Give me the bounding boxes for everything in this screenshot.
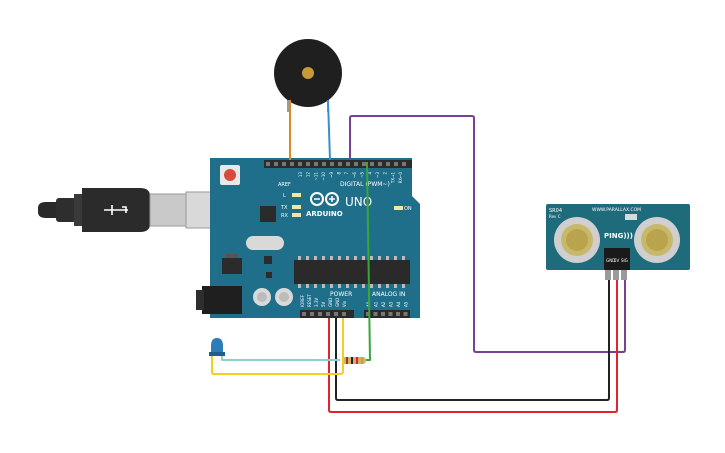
- digital-pin-label: ~10: [321, 172, 326, 181]
- analog-header-label: ANALOG IN: [372, 291, 405, 298]
- header-pin[interactable]: [370, 162, 374, 166]
- power-jack[interactable]: [202, 286, 242, 314]
- header-pin[interactable]: [330, 162, 334, 166]
- resistor[interactable]: [342, 357, 366, 364]
- ultrasonic-sensor[interactable]: SR04 Rev C WWW.PARALLAX.COM PING))) GND …: [546, 204, 690, 280]
- power-pin-label: GND: [335, 298, 340, 307]
- power-pin-label: RESET: [307, 294, 312, 307]
- sensor-brand: PING))): [604, 232, 633, 240]
- arduino-logo-icon: [310, 192, 339, 206]
- digital-pin-label: 13: [298, 172, 303, 178]
- wire-blue[interactable]: [327, 99, 331, 161]
- header-pin[interactable]: [302, 312, 306, 316]
- digital-pin-label: ~6: [352, 172, 357, 178]
- wire-purple[interactable]: [349, 115, 626, 353]
- voltage-regulator: [222, 258, 242, 274]
- power-pin-label: 5V: [321, 301, 326, 307]
- sensor-pin-sig: SIG: [621, 258, 628, 263]
- arduino-brand: ARDUINO: [306, 210, 343, 218]
- header-pin[interactable]: [334, 312, 338, 316]
- wire-green[interactable]: [366, 161, 371, 361]
- header-pin[interactable]: [396, 312, 400, 316]
- digital-pin-label: 2: [383, 172, 388, 175]
- header-pin[interactable]: [326, 312, 330, 316]
- header-pin[interactable]: [274, 162, 278, 166]
- svg-text:AREF: AREF: [278, 182, 291, 188]
- header-pin[interactable]: [362, 162, 366, 166]
- analog-pin-label: A4: [396, 301, 401, 307]
- atmega-chip: [294, 260, 410, 284]
- header-pin[interactable]: [266, 162, 270, 166]
- sensor-pin-gnd: GND: [606, 258, 615, 263]
- analog-header[interactable]: [364, 310, 410, 318]
- blue-led[interactable]: [209, 338, 225, 356]
- header-pin[interactable]: [403, 312, 408, 316]
- header-pin[interactable]: [306, 162, 310, 166]
- sensor-pin-5v: 5V: [614, 258, 620, 263]
- header-pin[interactable]: [354, 162, 358, 166]
- digital-pin-label: 8: [337, 172, 342, 175]
- digital-pin-label: ~11: [313, 172, 318, 181]
- digital-pin-label: 4: [367, 172, 372, 175]
- header-pin[interactable]: [342, 312, 346, 316]
- analog-pin-label: A2: [381, 301, 386, 307]
- header-pin[interactable]: [373, 312, 378, 316]
- crystal: [246, 236, 284, 250]
- power-pin-label: Vin: [342, 300, 347, 307]
- header-pin[interactable]: [318, 312, 322, 316]
- header-pin[interactable]: [402, 162, 406, 166]
- power-pin-label: 3.3V: [314, 298, 319, 307]
- digital-pin-label: ~3: [375, 172, 380, 178]
- sensor-version: Rev C: [549, 214, 561, 219]
- header-pin[interactable]: [310, 312, 314, 316]
- header-pin[interactable]: [388, 312, 393, 316]
- header-pin[interactable]: [298, 162, 302, 166]
- analog-pin-label: A1: [374, 301, 379, 307]
- analog-pin-label: A3: [389, 301, 394, 307]
- sensor-model: SR04: [549, 208, 562, 214]
- header-pin[interactable]: [394, 162, 398, 166]
- header-pin[interactable]: [386, 162, 390, 166]
- header-pin[interactable]: [338, 162, 342, 166]
- wire-yellow[interactable]: [211, 318, 344, 375]
- led-tx-label: TX: [280, 205, 288, 211]
- led-on-label: ON: [404, 206, 412, 212]
- header-pin[interactable]: [346, 162, 350, 166]
- arduino-model: UNO: [345, 195, 372, 209]
- wire-teal[interactable]: [221, 356, 340, 361]
- analog-pin-label: A5: [404, 301, 409, 307]
- digital-pin-label: 12: [306, 172, 311, 178]
- wire-red[interactable]: [328, 280, 618, 413]
- led-rx-label: RX: [281, 213, 288, 219]
- wire-black[interactable]: [335, 280, 610, 401]
- header-pin[interactable]: [282, 162, 286, 166]
- digital-pin-label: RX←0: [398, 172, 403, 184]
- header-pin[interactable]: [381, 312, 385, 316]
- header-pin[interactable]: [314, 162, 318, 166]
- piezo-buzzer[interactable]: [274, 39, 342, 112]
- header-pin[interactable]: [366, 312, 370, 316]
- digital-pin-label: 7: [344, 172, 349, 175]
- digital-header-label: DIGITAL (PWM~): [340, 181, 390, 188]
- digital-pin-label: ~5: [360, 172, 365, 178]
- power-pin-label: IOREF: [300, 294, 305, 307]
- power-pin-label: GND: [328, 298, 333, 307]
- usb-chip: [260, 206, 276, 222]
- led-l-label: L: [283, 193, 286, 199]
- header-pin[interactable]: [290, 162, 294, 166]
- digital-pin-label: TX→1: [390, 172, 395, 185]
- header-pin[interactable]: [378, 162, 382, 166]
- power-header-label: POWER: [330, 291, 352, 298]
- usb-icon: [104, 205, 128, 215]
- sensor-url: WWW.PARALLAX.COM: [592, 207, 641, 213]
- digital-pin-label: ~9: [329, 172, 334, 178]
- header-pin[interactable]: [322, 162, 326, 166]
